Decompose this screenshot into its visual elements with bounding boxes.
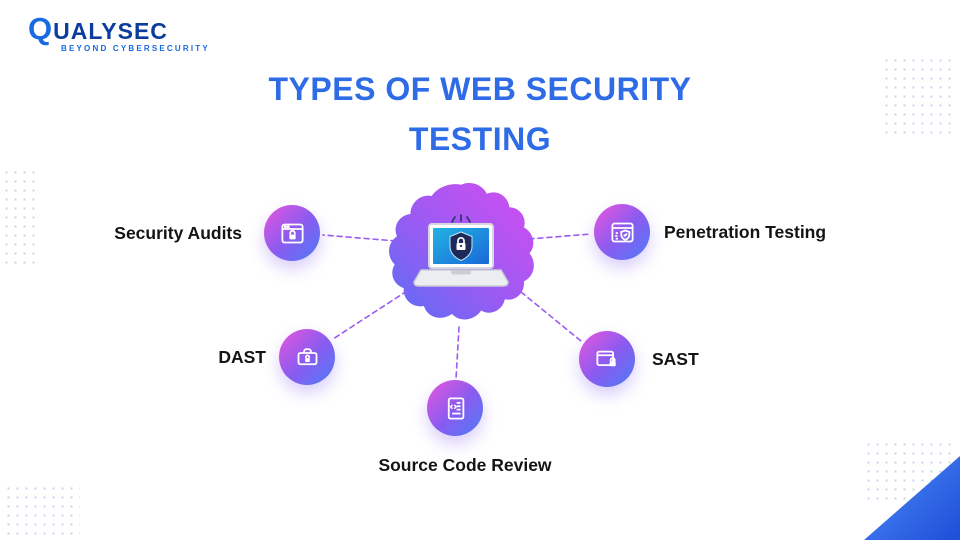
briefcase-lock-icon [297, 347, 317, 365]
dot-pattern-top-right [882, 56, 952, 140]
browser-lock-icon [280, 223, 304, 243]
label-security-audits: Security Audits [114, 223, 242, 243]
label-sast: SAST [652, 349, 699, 369]
connector-line [455, 326, 460, 380]
label-dast: DAST [218, 347, 266, 367]
label-source-code-review: Source Code Review [378, 455, 552, 475]
node-security-audits [264, 205, 320, 261]
dot-pattern-bottom-left [4, 484, 80, 536]
node-sast [579, 331, 635, 387]
connector-line [528, 233, 592, 240]
page-title: TYPES OF WEB SECURITY TESTING [0, 64, 960, 164]
label-penetration-testing: Penetration Testing [664, 222, 827, 242]
dot-pattern-left [2, 168, 36, 264]
node-penetration-testing [594, 204, 650, 260]
node-dast [279, 329, 335, 385]
page-title-line2: TESTING [408, 121, 552, 157]
page-title-line1: TYPES OF WEB SECURITY [268, 71, 692, 107]
laptop-security-shield-icon [407, 212, 515, 292]
monitor-lock-icon [595, 350, 616, 366]
logo-tagline: BEYOND CYBERSECURITY [61, 44, 210, 53]
logo-text: QUALYSEC [28, 11, 168, 46]
node-source-code-review [427, 380, 483, 436]
browser-shield-icon [610, 222, 634, 242]
logo: QUALYSEC BEYOND CYBERSECURITY [28, 11, 210, 54]
code-document-icon [447, 396, 464, 420]
